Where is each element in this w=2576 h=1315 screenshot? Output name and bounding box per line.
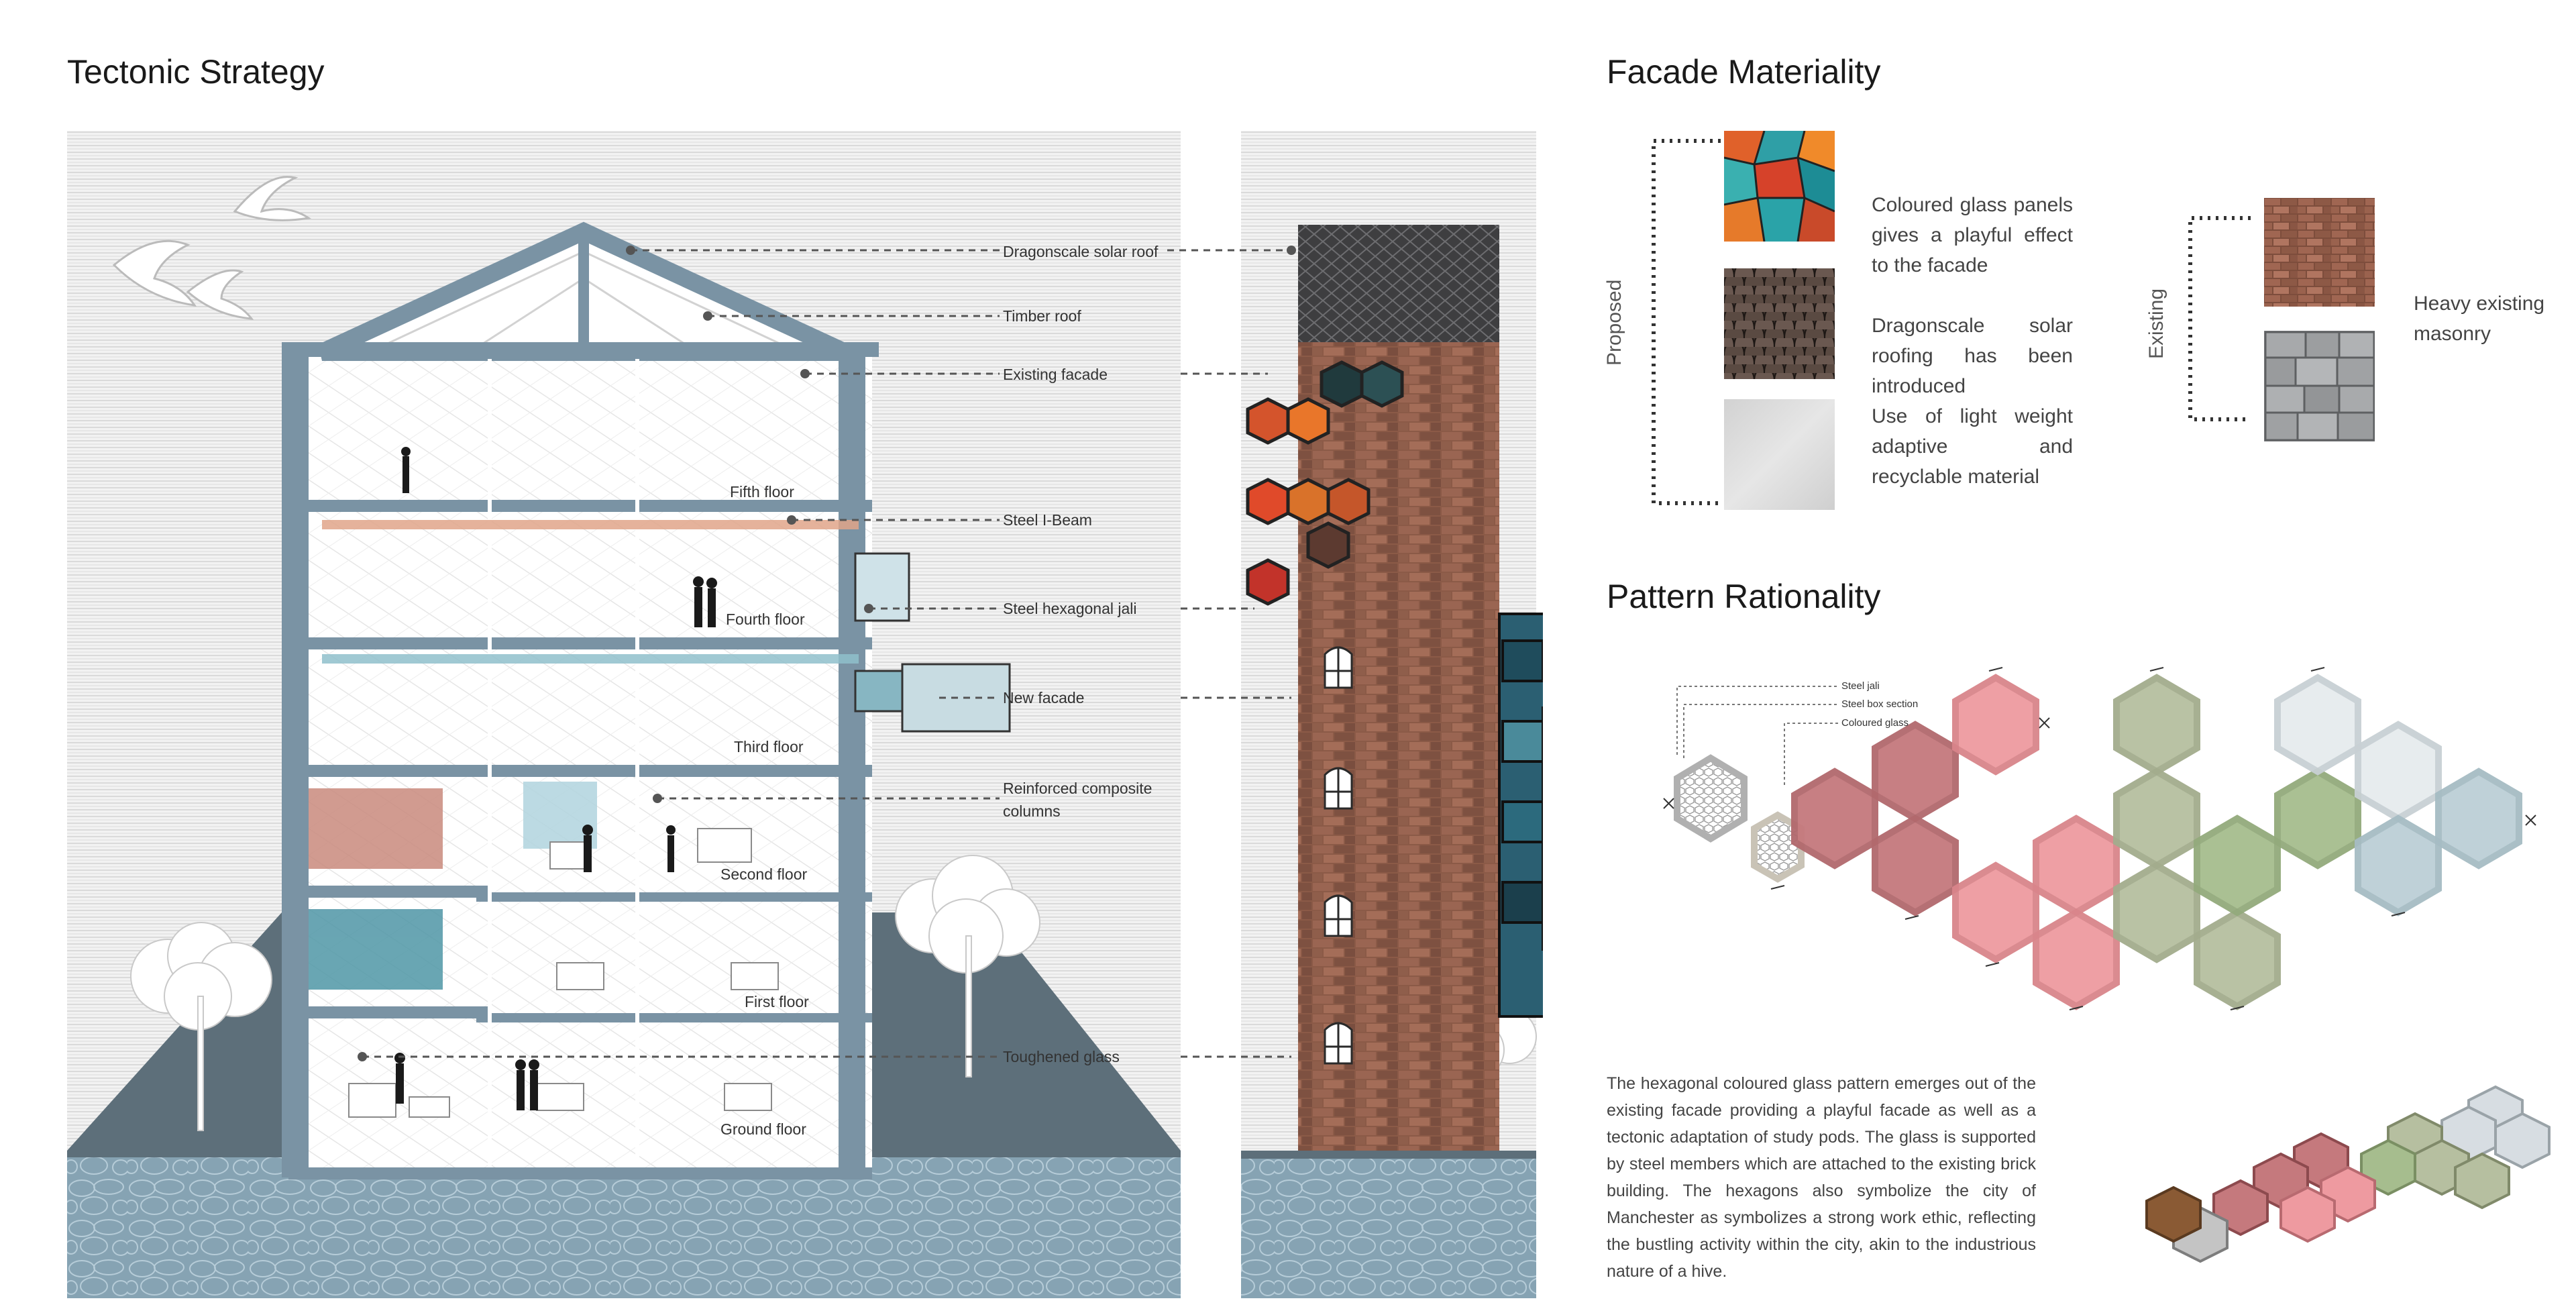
leader-lines [362, 249, 1291, 1058]
legend-coloured-glass: Coloured glass [1841, 717, 1909, 729]
floor-label-ground: Ground floor [720, 1120, 806, 1138]
label-dragonscale-roof: Dragonscale solar roof [1003, 243, 1159, 260]
elevation-windows [1324, 646, 1353, 1065]
proposed-label: Proposed [1603, 279, 1625, 366]
elevation-teal-panel [1498, 613, 1543, 1018]
floor-label-fourth: Fourth floor [726, 611, 805, 628]
tectonic-title: Tectonic Strategy [67, 53, 325, 91]
brick-swatch [2264, 198, 2375, 307]
label-existing-facade: Existing facade [1003, 366, 1108, 383]
masonry-swatch [2264, 331, 2375, 441]
existing-bracket [2188, 216, 2251, 421]
pattern-title: Pattern Rationality [1607, 578, 1881, 615]
floor-label-second: Second floor [720, 865, 808, 883]
elevation-hex-jali [1246, 360, 1404, 606]
legend-steel-box: Steel box section [1841, 698, 1919, 710]
label-steel-hex-jali: Steel hexagonal jali [1003, 600, 1137, 617]
pattern-paragraph: The hexagonal coloured glass pattern eme… [1607, 1074, 2036, 1281]
section-drawing [67, 131, 1543, 1298]
floor-label-third: Third floor [734, 738, 804, 755]
dragonscale-swatch [1724, 268, 1835, 379]
proposed-text-material: Use of light weight adaptive and recycla… [1872, 405, 2073, 488]
lightweight-material-swatch [1724, 399, 1835, 510]
coloured-glass-swatch [1724, 131, 1835, 242]
facade-title: Facade Materiality [1607, 53, 1881, 91]
label-steel-ibeam: Steel I-Beam [1003, 511, 1092, 529]
hex-3d-cluster [2145, 1085, 2551, 1263]
proposed-bracket [1652, 139, 1721, 505]
people-silhouettes [394, 447, 717, 1110]
label-toughened-glass: Toughened glass [1003, 1048, 1120, 1065]
label-reinforced-composite: Reinforced composite [1003, 780, 1152, 797]
label-new-facade: New facade [1003, 689, 1085, 706]
existing-label: Existing [2145, 288, 2167, 359]
existing-text: Heavy existing masonry [2414, 293, 2545, 345]
birds-illustration [112, 176, 311, 320]
label-columns: columns [1003, 802, 1061, 820]
proposed-text-dragonscale: Dragonscale solar roofing has been intro… [1872, 315, 2073, 397]
proposed-text-glass: Coloured glass panels gives a playful ef… [1872, 194, 2073, 276]
label-timber-roof: Timber roof [1003, 307, 1081, 325]
hex-pattern-diagram [1663, 667, 2536, 1010]
floor-label-fifth: Fifth floor [730, 483, 794, 501]
legend-steel-jali: Steel jali [1841, 680, 1880, 692]
floor-label-first: First floor [745, 993, 809, 1010]
